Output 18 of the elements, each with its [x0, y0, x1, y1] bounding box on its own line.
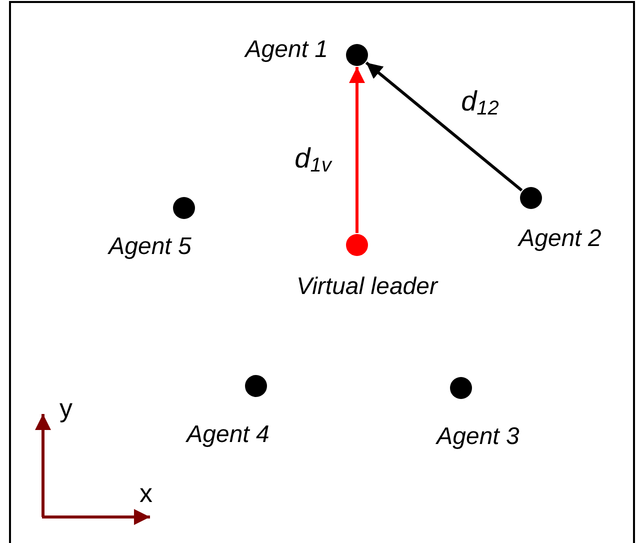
agent-dot: [245, 375, 267, 397]
agent-dot: [346, 234, 368, 256]
agent-dot: [450, 377, 472, 399]
node-label: Agent 5: [108, 235, 192, 259]
edge-label: d$_{12}$: [461, 88, 499, 118]
node-label: Agent 1: [245, 38, 328, 62]
edge-label: d$_{1v}$: [294, 144, 332, 176]
agent-dot: [520, 187, 542, 209]
arrow: [365, 61, 523, 192]
node-label: Virtual leader: [296, 275, 438, 299]
arrow: [349, 67, 365, 233]
axis-label: y: [60, 395, 72, 421]
axis-label: x: [140, 480, 152, 506]
node-label: Agent 3: [436, 425, 520, 449]
node-label: Agent 4: [186, 423, 270, 447]
node-label: Agent 2: [518, 227, 602, 251]
agent-dot: [173, 197, 195, 219]
agent-dot: [346, 44, 368, 66]
